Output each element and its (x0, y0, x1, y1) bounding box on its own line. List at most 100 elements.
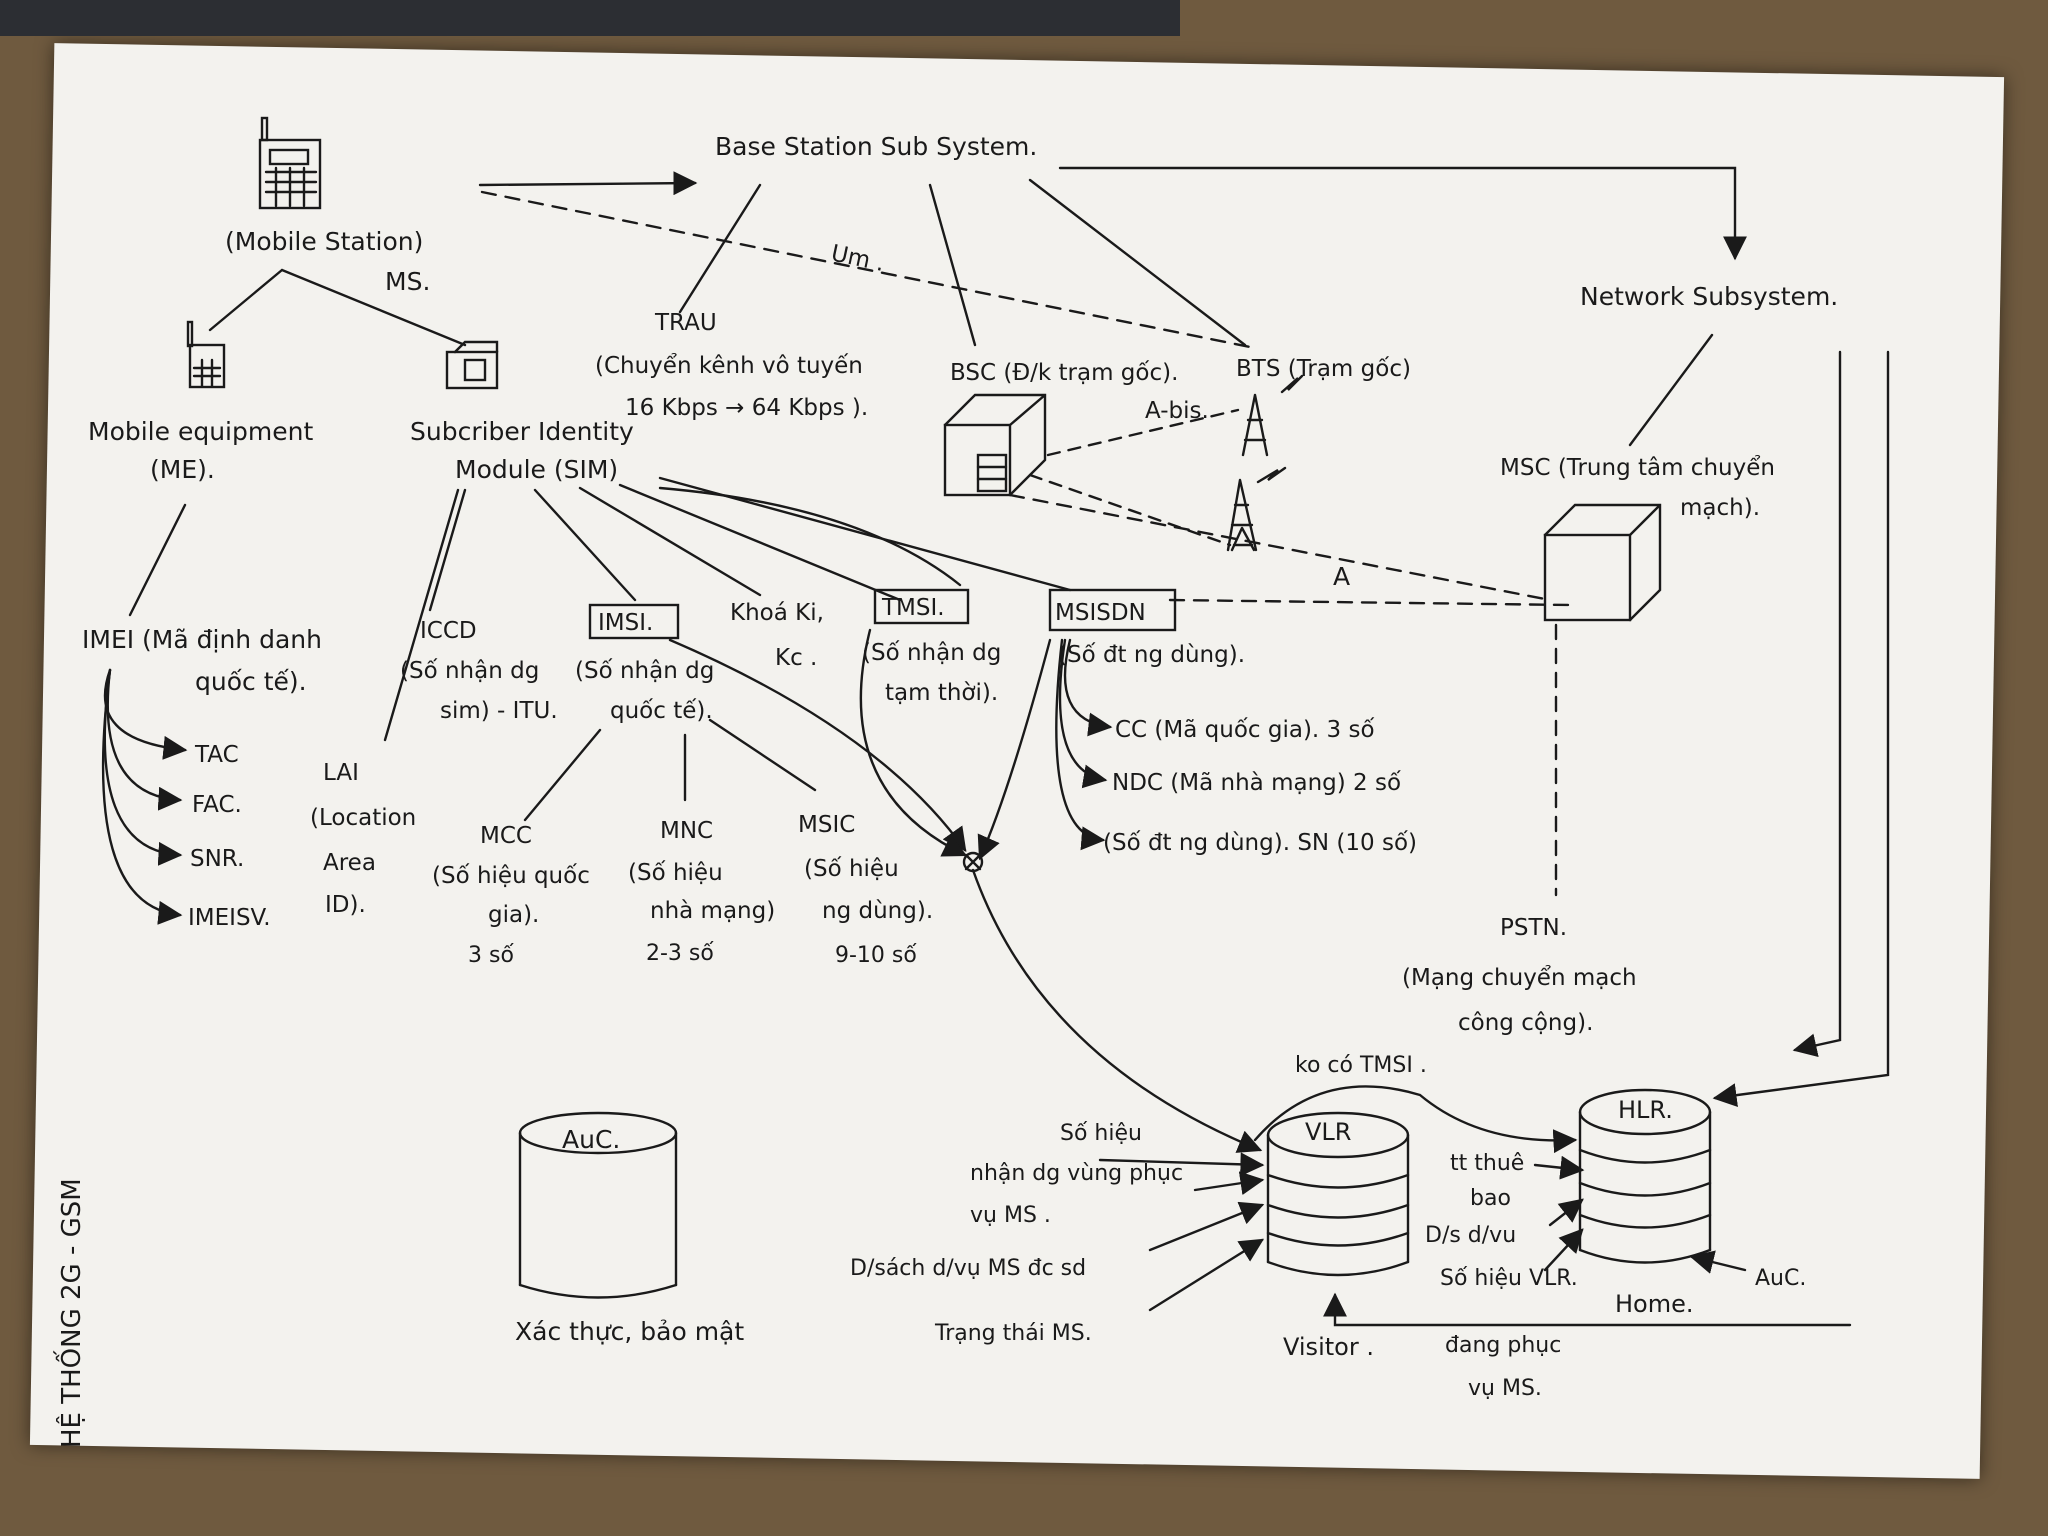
vertical-title: HỆ THỐNG 2G - GSM (52, 1178, 87, 1448)
imsi-desc-2: quốc tế). (610, 698, 713, 724)
hlr-input-4: Số hiệu VLR. (1440, 1266, 1578, 1291)
a-interface-dashed-line (1008, 493, 1552, 602)
khoa-label-1: Khoá Ki, (730, 600, 824, 626)
vlr-caption: Visitor . (1283, 1333, 1374, 1361)
vlr-input-3: vụ MS . (970, 1203, 1051, 1228)
sim-to-imsi-line (533, 488, 637, 602)
msisdn-curve (977, 638, 1052, 861)
lai-label-4: ID). (325, 892, 366, 918)
khoa-label-2: Kc . (775, 645, 817, 671)
abis-dashed-line-2 (1028, 473, 1232, 547)
um-dashed-line (480, 190, 1257, 350)
mobile-station-icon (258, 116, 322, 210)
sim-to-khoa-line (578, 486, 762, 597)
pstn-desc-1: (Mạng chuyển mạch (1402, 965, 1637, 991)
serving-label-1: đang phục (1445, 1333, 1561, 1358)
tmsi-name: TMSI. (881, 595, 945, 621)
imei-label-2: quốc tế). (195, 667, 307, 696)
sim-to-lai-line (383, 488, 460, 742)
msc-label-2: mạch). (1680, 495, 1760, 521)
sim-icon (445, 340, 499, 390)
hlr-input-arrow-1 (1533, 1155, 1585, 1180)
sim-extra-line (658, 486, 962, 587)
mcc-digits: 3 số (468, 943, 514, 968)
imsi-to-vlr-curve (668, 638, 967, 852)
auc-database-icon (518, 1111, 678, 1299)
vlr-hlr-link (1253, 1085, 1578, 1154)
trau-desc-1: (Chuyển kênh vô tuyến (595, 353, 863, 379)
nss-to-hlr-arrow (1712, 350, 1890, 1108)
vlr-input-arrow-4 (1148, 1238, 1265, 1312)
ms-abbrev: MS. (385, 267, 430, 296)
imsi-to-msic-line (708, 718, 817, 792)
ms-to-vlr-curve (971, 868, 1263, 1153)
nss-to-pstn-arrow (1792, 350, 1842, 1058)
me-to-imei-line (128, 503, 187, 617)
hlr-input-3: D/s d/vu (1425, 1223, 1516, 1248)
bss-to-nss-arrow (1058, 166, 1747, 261)
bts-tower-icon (1226, 374, 1304, 552)
hlr-input-1: tt thuê (1450, 1151, 1524, 1176)
imei-imeisv: IMEISV. (188, 905, 271, 931)
msisdn-sn: (Số đt ng dùng). SN (10 số) (1103, 830, 1417, 856)
bsc-label: BSC (Đ/k trạm gốc). (950, 360, 1178, 386)
sim-label-2: Module (SIM) (455, 455, 618, 484)
sim-label-1: Subcriber Identity (410, 417, 634, 446)
imei-imeisv-arrow (101, 668, 183, 925)
imei-fac-arrow (106, 668, 183, 811)
trau-name: TRAU (654, 310, 717, 336)
ms-to-me-line (208, 268, 284, 332)
ms-label: (Mobile Station) (225, 227, 423, 256)
phone-edge (0, 0, 1180, 36)
hlr-auc-label: AuC. (1755, 1266, 1806, 1291)
iccd-desc-2: sim) - ITU. (440, 698, 558, 724)
msc-label-1: MSC (Trung tâm chuyển (1500, 455, 1775, 481)
no-tmsi-label: ko có TMSI . (1295, 1053, 1427, 1078)
imei-snr-arrow (103, 668, 183, 866)
mnc-digits: 2-3 số (646, 941, 714, 966)
msisdn-to-msc-dashed (1168, 598, 1572, 607)
msisdn-sn-arrow (1055, 638, 1106, 851)
nss-to-msc-line (1628, 333, 1714, 447)
msic-desc-1: (Số hiệu (804, 856, 899, 882)
hlr-input-arrow-3 (1543, 1228, 1584, 1272)
trau-desc-2: 16 Kbps → 64 Kbps ). (625, 395, 868, 421)
auc-to-hlr-arrow (1689, 1250, 1747, 1274)
tmsi-curve (859, 628, 968, 857)
imei-label-1: IMEI (Mã định danh (82, 625, 322, 654)
tmsi-box (873, 588, 970, 625)
imei-tac: TAC (194, 742, 239, 768)
pstn-desc-2: công cộng). (1458, 1010, 1593, 1036)
ms-to-sim-line (280, 268, 467, 347)
tmsi-desc-1: (Số nhận dg (862, 640, 1001, 666)
vlr-input-arrow-3 (1148, 1201, 1265, 1252)
imsi-name: IMSI. (598, 610, 653, 636)
a-interface-label: A (1333, 562, 1350, 591)
bss-to-bts-line (1028, 178, 1247, 347)
serving-label-2: vụ MS. (1468, 1376, 1542, 1401)
sim-to-tmsi-line (618, 483, 902, 602)
msic-desc-2: ng dùng). (822, 898, 933, 924)
bts-label: BTS (Trạm gốc) (1236, 356, 1411, 382)
imei-snr: SNR. (190, 846, 244, 872)
mobile-equipment-icon (186, 320, 226, 389)
tmsi-desc-2: tạm thời). (885, 680, 998, 706)
iccd-desc-1: (Số nhận dg (400, 658, 539, 684)
bsc-cabinet-icon (943, 393, 1047, 497)
imei-tac-arrow (103, 668, 188, 760)
lai-label-2: (Location (310, 805, 416, 831)
msic-name: MSIC (798, 812, 855, 838)
hlr-database-icon (1578, 1088, 1712, 1264)
msisdn-box (1048, 588, 1177, 632)
msisdn-name: MSISDN (1055, 600, 1146, 626)
msisdn-ndc-arrow (1058, 638, 1108, 789)
vlr-input-arrow-2 (1193, 1171, 1265, 1196)
hlr-caption: Home. (1615, 1290, 1694, 1318)
msisdn-desc: (Số đt ng dùng). (1058, 642, 1245, 668)
bss-title: Base Station Sub System. (715, 132, 1037, 161)
hlr-name: HLR. (1618, 1096, 1673, 1124)
mcc-name: MCC (480, 823, 532, 849)
abis-dashed-line-1 (1046, 408, 1240, 457)
mcc-desc-2: gia). (488, 902, 539, 928)
imsi-box (588, 603, 680, 640)
